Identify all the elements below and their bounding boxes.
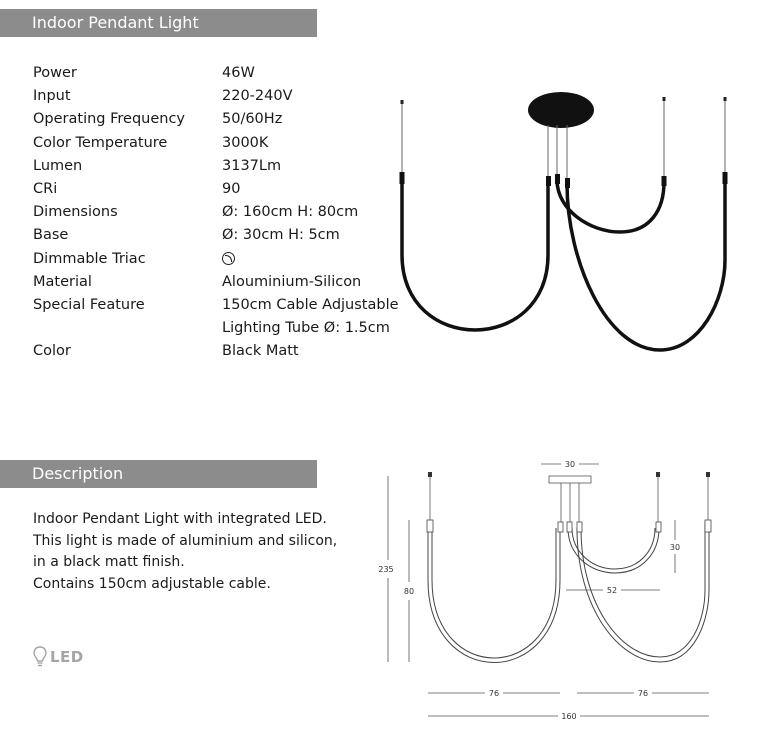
led-badge: LED bbox=[33, 646, 84, 668]
spec-row: Dimensions Ø: 160cm H: 80cm bbox=[33, 201, 399, 224]
spec-label: Operating Frequency bbox=[33, 111, 186, 128]
spec-label: Input bbox=[33, 88, 71, 105]
dim-right-width: 76 bbox=[638, 689, 648, 698]
spec-value: 50/60Hz bbox=[222, 111, 283, 128]
spec-value: Ø: 30cm H: 5cm bbox=[222, 227, 340, 244]
spec-row: Operating Frequency 50/60Hz bbox=[33, 108, 399, 131]
description-line: Contains 150cm adjustable cable. bbox=[33, 575, 271, 592]
spec-row: Color Temperature 3000K bbox=[33, 132, 399, 155]
spec-row: CRi 90 bbox=[33, 178, 399, 201]
spec-label: Power bbox=[33, 65, 77, 81]
spec-row: Special Feature 150cm Cable Adjustable bbox=[33, 294, 399, 317]
spec-label: Lumen bbox=[33, 157, 83, 174]
spec-value: Lighting Tube Ø: 1.5cm bbox=[222, 320, 390, 337]
spec-value: 90 bbox=[222, 180, 241, 197]
specs-section-header: Indoor Pendant Light bbox=[0, 9, 317, 37]
spec-label: Material bbox=[33, 273, 92, 290]
spec-label bbox=[33, 317, 222, 340]
dim-total-width: 160 bbox=[561, 712, 576, 721]
dim-loop-height: 80 bbox=[404, 587, 414, 596]
spec-value: 150cm Cable Adjustable bbox=[222, 296, 399, 313]
spec-row: Material Alouminium-Silicon bbox=[33, 271, 399, 294]
dim-small-loop-width: 52 bbox=[607, 586, 617, 595]
product-image bbox=[399, 92, 728, 352]
spec-value: 3000K bbox=[222, 134, 269, 151]
spec-label: Dimmable Triac bbox=[33, 250, 146, 267]
spec-value: 3137Lm bbox=[222, 157, 282, 174]
light-tubes bbox=[400, 176, 727, 352]
dim-small-loop-height: 30 bbox=[670, 543, 680, 552]
technical-drawing: 30 235 80 30 52 76 76 160 bbox=[378, 460, 712, 721]
description-line: in a black matt finish. bbox=[33, 554, 185, 570]
spec-value bbox=[222, 248, 235, 271]
spec-label: Dimensions bbox=[33, 204, 118, 221]
spec-label: Base bbox=[33, 227, 69, 244]
spec-label: Special Feature bbox=[33, 296, 145, 313]
description-line: Indoor Pendant Light with integrated LED… bbox=[33, 511, 327, 527]
spec-value: Alouminium-Silicon bbox=[222, 273, 362, 290]
description-text: Indoor Pendant Light with integrated LED… bbox=[33, 509, 337, 595]
spec-label: Color bbox=[33, 343, 71, 360]
spec-value: 220-240V bbox=[222, 88, 293, 105]
spec-row: Power 46W bbox=[33, 62, 399, 85]
spec-value: Black Matt bbox=[222, 343, 299, 360]
spec-label: CRi bbox=[33, 180, 58, 197]
description-section-header: Description bbox=[0, 460, 317, 488]
spec-row: Lighting Tube Ø: 1.5cm bbox=[33, 317, 399, 340]
spec-value: Ø: 160cm H: 80cm bbox=[222, 204, 359, 221]
spec-label: Color Temperature bbox=[33, 134, 168, 151]
spec-value: 46W bbox=[222, 65, 255, 81]
spec-row: Dimmable Triac bbox=[33, 248, 399, 271]
dimmable-icon bbox=[222, 251, 235, 265]
bulb-icon bbox=[33, 646, 47, 667]
spec-row: Base Ø: 30cm H: 5cm bbox=[33, 224, 399, 247]
dim-left-width: 76 bbox=[489, 689, 499, 698]
led-label: LED bbox=[50, 648, 84, 666]
dim-total-height: 235 bbox=[378, 565, 393, 574]
dim-base-width: 30 bbox=[565, 460, 575, 469]
spec-row: Input 220-240V bbox=[33, 85, 399, 108]
spec-row: Color Black Matt bbox=[33, 340, 399, 363]
ceiling-canopy bbox=[528, 92, 594, 128]
spec-row: Lumen 3137Lm bbox=[33, 155, 399, 178]
description-line: This light is made of aluminium and sili… bbox=[33, 532, 338, 549]
spec-table: Power 46W Input 220-240V Operating Frequen… bbox=[33, 62, 399, 363]
